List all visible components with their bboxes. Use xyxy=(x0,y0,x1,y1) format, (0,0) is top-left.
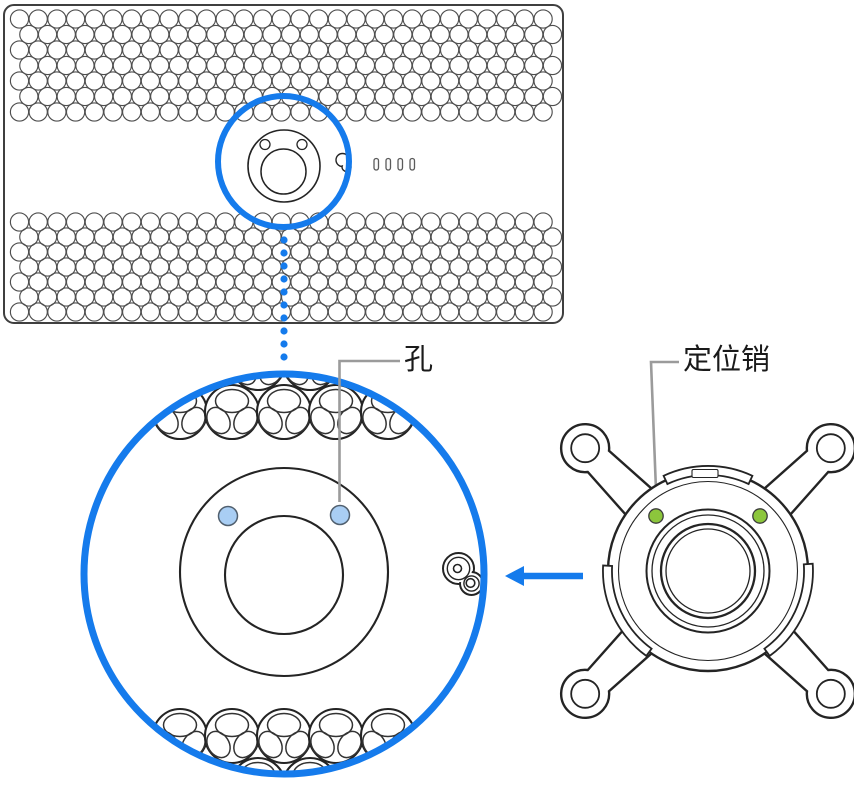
port-slot xyxy=(373,157,380,171)
adapter-arm-hole xyxy=(570,433,601,464)
adapter-center-hole-inner xyxy=(665,528,751,614)
adapter-tab-lower-left xyxy=(602,564,653,658)
lattice-sphere xyxy=(255,383,313,441)
adapter-ring-inner xyxy=(651,514,765,628)
panel-lattice-bottom xyxy=(9,212,563,322)
adapter-tab-notch xyxy=(691,468,719,479)
adapter-body-step xyxy=(617,480,799,662)
callout-hole-line xyxy=(338,359,400,502)
panel-hole xyxy=(533,272,553,292)
panel-hole xyxy=(533,40,553,60)
highlight-circle xyxy=(215,93,352,230)
arrow-head xyxy=(505,566,524,586)
locator-hole-right xyxy=(329,504,351,526)
panel-hole xyxy=(542,55,563,76)
callout-hole-label: 孔 xyxy=(404,344,433,376)
callout-hole: 孔 xyxy=(338,344,433,502)
magnified-keyhole xyxy=(442,552,483,596)
callout-locator-pin-label: 定位销 xyxy=(683,343,770,376)
connector-dot xyxy=(280,314,288,322)
magnified-center-hole xyxy=(223,514,345,636)
connector-dot xyxy=(280,262,288,270)
mount-hole-left xyxy=(259,138,271,151)
vesa-adapter xyxy=(559,422,854,720)
connector-dot xyxy=(280,327,288,335)
adapter-arm-hole xyxy=(570,678,601,709)
lattice-sphere xyxy=(255,707,313,765)
panel-hole xyxy=(542,257,563,277)
port-slot xyxy=(409,157,416,171)
panel-hole xyxy=(533,212,553,232)
locator-hole-left xyxy=(217,505,239,527)
panel-hole xyxy=(542,24,563,45)
panel-hole xyxy=(533,242,553,262)
connector-dot xyxy=(280,353,288,361)
adapter-tab-top xyxy=(662,465,754,486)
panel-hole xyxy=(542,86,563,107)
callout-locator-pin-line xyxy=(649,360,679,504)
adapter-arm-hole xyxy=(815,678,846,709)
adapter-tab-right xyxy=(763,562,814,658)
arrow-left xyxy=(505,566,583,586)
panel-ports xyxy=(373,157,416,171)
mount-center-hole xyxy=(260,148,307,195)
connector-dot xyxy=(280,249,288,257)
panel-hole xyxy=(533,102,553,122)
magnifier-circle xyxy=(80,370,488,778)
port-slot xyxy=(397,157,404,171)
adapter-center-hole xyxy=(659,522,757,620)
panel-hole xyxy=(533,302,553,322)
panel-mount xyxy=(247,129,352,203)
panel-hole xyxy=(542,287,563,307)
callout-locator-pin: 定位销 xyxy=(649,343,770,504)
display-back-panel xyxy=(3,4,564,324)
adapter-arm-hole xyxy=(815,433,846,464)
magnified-view xyxy=(80,370,488,778)
connector-dot xyxy=(280,236,288,244)
locator-pin-left xyxy=(648,508,664,524)
panel-hole xyxy=(542,227,563,247)
locator-pin-right xyxy=(752,508,768,524)
panel-hole xyxy=(533,71,553,91)
connector-dot xyxy=(280,288,288,296)
panel-hole xyxy=(533,9,553,29)
connector-dot xyxy=(280,340,288,348)
port-slot xyxy=(385,157,392,171)
connector-dot xyxy=(280,275,288,283)
connector-dot xyxy=(280,301,288,309)
dotted-connector xyxy=(280,236,288,361)
panel-lattice-top xyxy=(9,9,563,122)
mount-hole-right xyxy=(296,138,308,151)
